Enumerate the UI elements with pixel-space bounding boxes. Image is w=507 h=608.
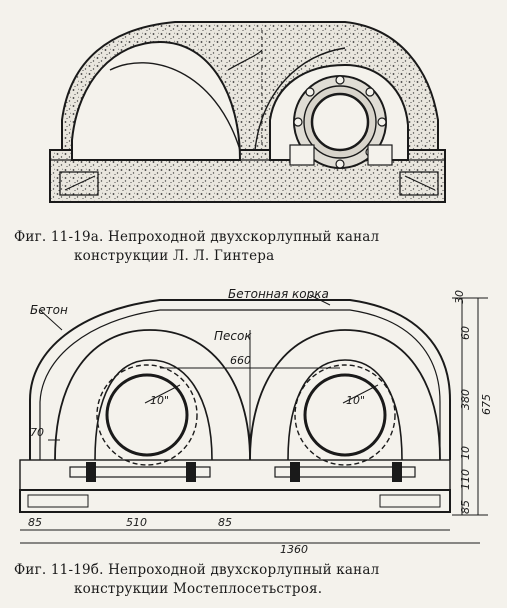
dim-1360: 1360	[280, 543, 308, 556]
figure-a-caption-line1: Фиг. 11-19а. Непроходной двухскорлупный …	[14, 229, 380, 245]
right-shell	[249, 329, 441, 461]
dim-70: 70	[30, 426, 44, 439]
figure-a-caption-line2: конструкции Л. Л. Гинтера	[74, 248, 275, 264]
figure-a-drawing	[49, 21, 446, 203]
figure-b-caption: Фиг. 11-19б. Непроходной двухскорлупный …	[14, 561, 494, 599]
label-pipe-left: 10"	[150, 394, 169, 407]
dim-10: 10	[459, 446, 472, 460]
dim-85-mid: 85	[218, 516, 232, 529]
left-void	[71, 40, 242, 161]
label-beton: Бетон	[30, 303, 68, 317]
pipe	[310, 92, 370, 152]
label-concrete-crust: Бетонная корка	[228, 287, 329, 301]
left-shell	[54, 329, 251, 461]
figure-a-caption: Фиг. 11-19а. Непроходной двухскорлупный …	[14, 228, 494, 266]
dim-380: 380	[459, 389, 472, 410]
dim-85-left: 85	[28, 516, 42, 529]
base-slab-b	[19, 489, 451, 513]
label-sand: Песок	[214, 329, 252, 343]
dim-510: 510	[126, 516, 147, 529]
pipe-right	[294, 364, 396, 466]
dim-30: 30	[453, 290, 466, 304]
figure-b-caption-line2: конструкции Мостеплосетьстроя.	[74, 581, 323, 597]
dim-660: 660	[230, 354, 251, 367]
dim-60: 60	[459, 326, 472, 340]
dim-675: 675	[480, 394, 493, 415]
label-pipe-right: 10"	[346, 394, 365, 407]
pipe-left	[96, 364, 198, 466]
outer-crust	[29, 299, 451, 460]
figure-b-caption-line1: Фиг. 11-19б. Непроходной двухскорлупный …	[14, 562, 380, 578]
dim-110: 110	[459, 469, 472, 490]
dim-85-right: 85	[459, 500, 472, 514]
